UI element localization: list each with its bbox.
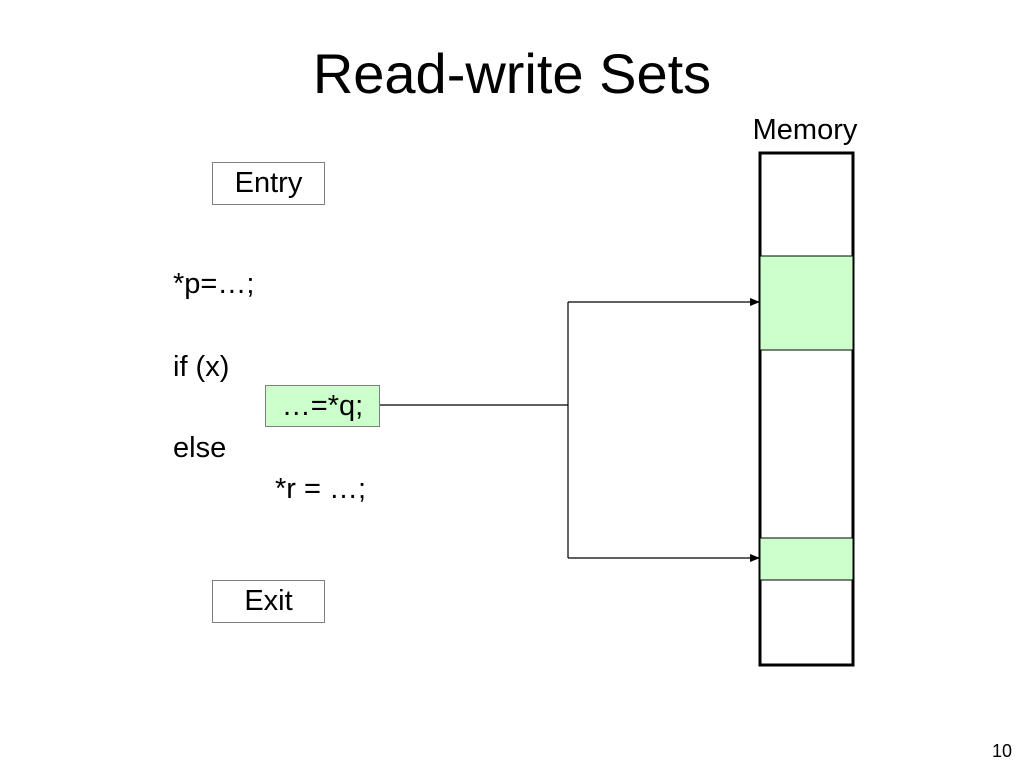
entry-box: Entry <box>212 162 325 205</box>
code-line-else: else <box>173 432 227 464</box>
memory-label: Memory <box>752 114 858 146</box>
code-line-if: if (x) <box>173 351 230 383</box>
slide-title: Read-write Sets <box>312 42 712 105</box>
exit-box: Exit <box>212 580 325 623</box>
code-line-write-p: *p=…; <box>173 268 255 300</box>
memory-block <box>758 151 855 667</box>
code-line-write-r: *r = …; <box>275 473 367 505</box>
memory-region-write <box>759 537 854 581</box>
code-line-read-q: …=*q; <box>265 385 380 427</box>
slide-number: 10 <box>991 741 1012 761</box>
memory-region-read <box>759 255 854 351</box>
